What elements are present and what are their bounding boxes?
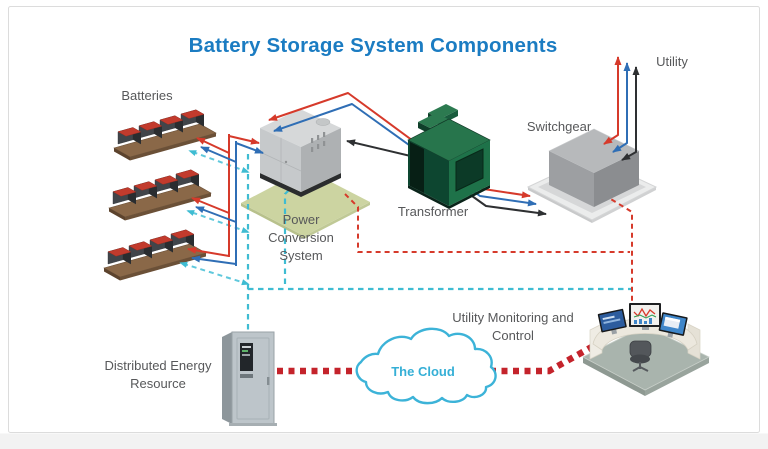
battery-power-lines <box>187 134 264 266</box>
teal-battery-branch-2 <box>186 210 250 233</box>
red-branch-pallet2 <box>191 197 230 214</box>
internet-dotted-lines <box>277 341 599 375</box>
transformer-box <box>407 104 491 209</box>
batteries-group <box>103 109 217 281</box>
control-console <box>582 303 710 396</box>
red-branch-pallet3 <box>187 246 230 257</box>
monitor-left <box>597 308 627 335</box>
page-title: Battery Storage System Components <box>189 34 558 57</box>
pcs-label-line3: System <box>279 248 322 263</box>
red-trunk-to-pcs <box>228 135 260 145</box>
cloud-label: The Cloud <box>391 364 455 379</box>
transformer-label: Transformer <box>398 204 469 219</box>
monitor-right <box>658 312 688 338</box>
teal-battery-branch-3 <box>179 261 250 286</box>
switchgear-label: Switchgear <box>527 119 592 134</box>
pcs-label-line2: Conversion <box>268 230 334 245</box>
console-chair <box>629 340 652 372</box>
diagram-labels: Battery Storage System Components Batter… <box>105 34 689 391</box>
utility-label: Utility <box>656 54 688 69</box>
blue-branch-pallet1 <box>200 146 237 163</box>
batteries-label: Batteries <box>121 88 173 103</box>
cloud-shape: The Cloud <box>355 327 497 405</box>
pcs-label-line1: Power <box>283 212 321 227</box>
der-cabinet <box>222 331 277 426</box>
cloud-to-console-dotted <box>490 341 599 375</box>
der-label-line2: Resource <box>130 376 186 391</box>
teal-battery-branch-1 <box>188 150 250 173</box>
black-utility-arrow <box>621 66 640 161</box>
blue-branch-pallet3 <box>191 255 237 265</box>
blue-branch-pallet2 <box>195 206 237 223</box>
utility-connection-arrows <box>603 56 640 161</box>
monitor-center <box>629 303 661 330</box>
monitoring-label-line2: Control <box>492 328 534 343</box>
der-label-line1: Distributed Energy <box>105 358 212 373</box>
blue-trunk-to-pcs <box>235 142 264 154</box>
page-bottom-strip <box>0 433 768 449</box>
red-branch-pallet1 <box>196 137 230 154</box>
monitoring-label-line1: Utility Monitoring and <box>452 310 573 325</box>
